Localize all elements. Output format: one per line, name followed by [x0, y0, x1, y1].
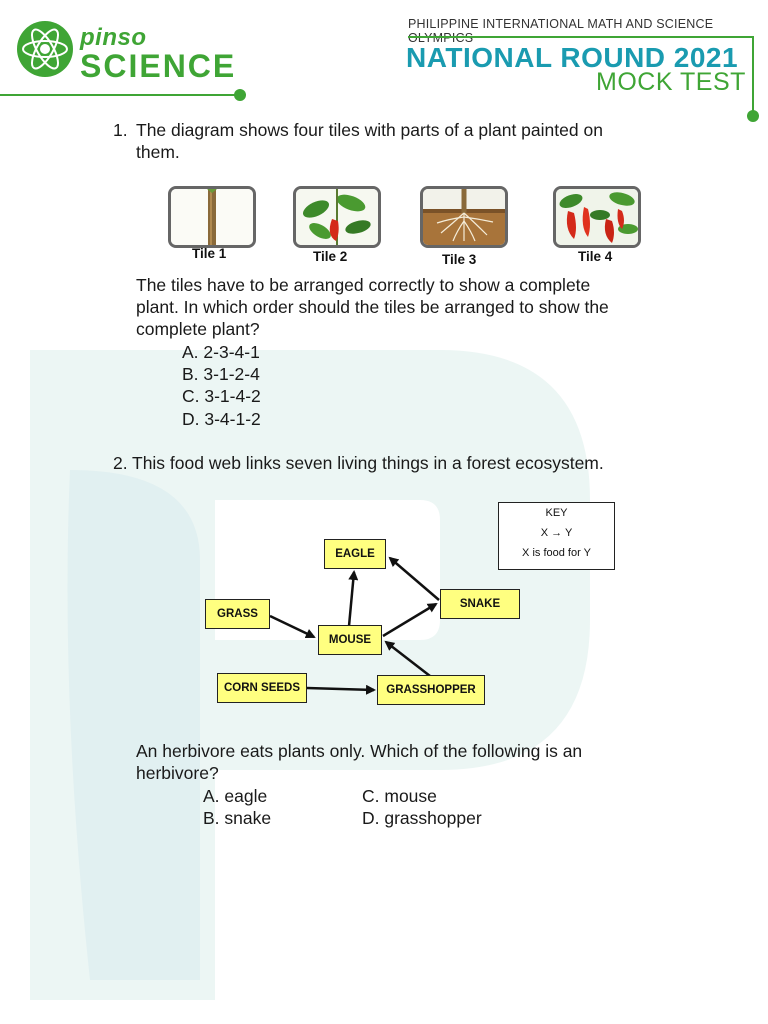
q1-option-d: D. 3-4-1-2	[182, 409, 261, 429]
arrow-grasshopper-to-mouse	[384, 640, 431, 677]
q2-prompt: This food web links seven living things …	[132, 453, 604, 473]
q1-number: 1.	[113, 120, 128, 140]
key-title: KEY	[545, 507, 568, 519]
q2-body-line1: An herbivore eats plants only. Which of …	[136, 741, 583, 761]
q1-body-line1: The tiles have to be arranged correctly …	[136, 275, 591, 295]
q1-body-line3: complete plant?	[136, 319, 260, 339]
arrow-grass-to-mouse	[269, 614, 316, 639]
tile-2-leaves-image	[293, 186, 381, 248]
q1-option-c: C. 3-1-4-2	[182, 386, 261, 406]
brand-science: SCIENCE	[80, 48, 237, 84]
q2-option-d: D. grasshopper	[362, 808, 482, 828]
q2-body-line2: herbivore?	[136, 763, 219, 783]
node-grasshopper: GRASSHOPPER	[377, 675, 485, 705]
org-title: PHILIPPINE INTERNATIONAL MATH AND SCIENC…	[408, 17, 714, 45]
q2-option-a: A. eagle	[203, 786, 268, 806]
node-corn-seeds: CORN SEEDS	[217, 673, 307, 703]
brand-pimso: pinso	[80, 24, 147, 51]
arrow-mouse-to-eagle	[347, 570, 359, 627]
tile-2-label: Tile 2	[313, 249, 348, 264]
arrow-mouse-to-snake	[382, 602, 438, 638]
tile-4-fruits-image	[553, 186, 641, 248]
header-rule-left	[0, 94, 240, 96]
q2-number: 2.	[113, 453, 128, 473]
key-line2: X is food for Y	[522, 547, 591, 559]
tile-3-label: Tile 3	[442, 252, 477, 267]
atom-icon	[17, 21, 73, 77]
tile-1-stem-image	[168, 186, 256, 248]
q1-option-b: B. 3-1-2-4	[182, 364, 260, 384]
pimso-science-logo: pinso SCIENCE	[14, 14, 244, 84]
q2-option-c: C. mouse	[362, 786, 437, 806]
q1-prompt-line2: them.	[136, 142, 180, 162]
round-title: NATIONAL ROUND 2021	[406, 42, 739, 73]
arrow-snake-to-eagle	[388, 556, 440, 601]
header-rule-vertical	[752, 36, 754, 114]
arrow-corn-to-grasshopper	[306, 684, 376, 695]
mock-test-title: MOCK TEST	[596, 68, 746, 96]
q2-option-b: B. snake	[203, 808, 272, 828]
tile-4-label: Tile 4	[578, 249, 613, 264]
header-dot-left	[234, 89, 246, 101]
q1-body-line2: plant. In which order should the tiles b…	[136, 297, 609, 317]
node-mouse: MOUSE	[318, 625, 382, 655]
tile-1-label: Tile 1	[192, 246, 227, 261]
node-eagle: EAGLE	[324, 539, 386, 569]
food-web-key: KEY X → Y X is food for Y	[498, 502, 615, 570]
node-grass: GRASS	[205, 599, 270, 629]
header-rule-right	[408, 36, 753, 38]
node-snake: SNAKE	[440, 589, 520, 619]
key-line1: X → Y	[540, 527, 573, 539]
tile-3-roots-image	[420, 186, 508, 248]
q1-option-a: A. 2-3-4-1	[182, 342, 260, 362]
header-dot-right	[747, 110, 759, 122]
q1-prompt-line1: The diagram shows four tiles with parts …	[136, 120, 603, 140]
